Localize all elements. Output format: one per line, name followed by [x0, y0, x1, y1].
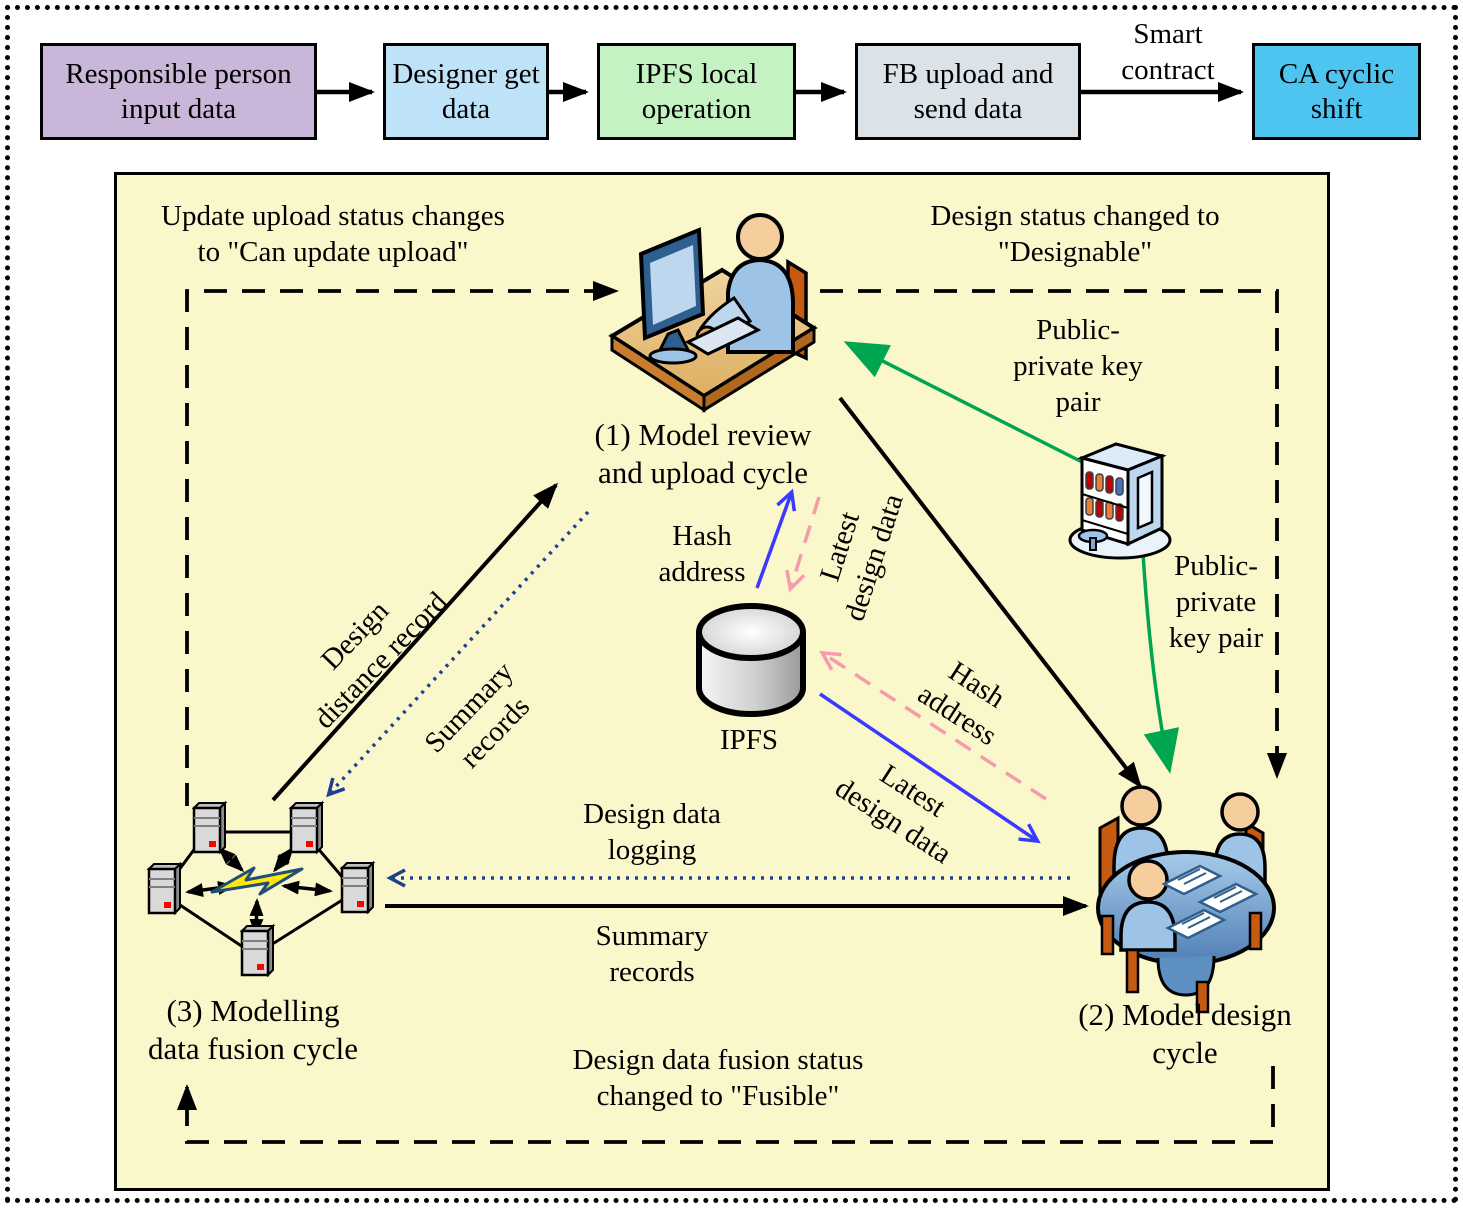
flow-box-label: Responsible person input data	[65, 57, 292, 125]
arrow-latest-design-data-to-cycle2	[819, 692, 1041, 844]
flow-box-ipfs-local-operation: IPFS local operation	[597, 43, 796, 140]
flow-box-label: FB upload and send data	[882, 57, 1054, 125]
fusion-status-label: Design data fusion status changed to "Fu…	[572, 1044, 864, 1112]
flow-box-label: IPFS local operation	[635, 57, 758, 125]
summary-records-horizontal-label: Summary records	[595, 920, 709, 988]
flow-box-responsible-person: Responsible person input data	[40, 43, 317, 140]
cycle2-caption: (2) Model design cycle	[1078, 997, 1292, 1070]
design-status-label: Design status changed to "Designable"	[930, 200, 1220, 268]
key-cabinet-icon	[1068, 442, 1172, 560]
arrow-cycle1-to-cycle2	[838, 396, 1142, 789]
arrow-update-status-dashed	[185, 281, 619, 806]
smart-contract-label: Smart contract	[1121, 18, 1215, 86]
flow-box-ca-cyclic-shift: CA cyclic shift	[1252, 43, 1421, 140]
hash-address-up-label: Hash address	[658, 520, 746, 588]
flow-box-label: CA cyclic shift	[1278, 57, 1395, 125]
arrow-fusion-status-dashed	[177, 1066, 1275, 1144]
arrow-hash-address-from-cycle2	[819, 650, 1047, 801]
person-computer-icon	[608, 213, 818, 413]
public-private-key-top-label: Public- private key pair	[1013, 314, 1143, 418]
lightning-icon	[210, 866, 304, 896]
ipfs-label: IPFS	[719, 724, 779, 756]
arrow-summary-records-diagonal	[326, 510, 590, 798]
arrow-hash-address-up	[755, 488, 797, 589]
arrow-public-private-key-to-cycle2	[1141, 552, 1180, 774]
flow-box-label: Designer get data	[392, 57, 540, 125]
flow-box-designer-get-data: Designer get data	[383, 43, 549, 140]
ipfs-database-icon	[696, 603, 806, 717]
update-status-label: Update upload status changes to "Can upd…	[161, 200, 505, 268]
arrow-latest-design-data-down	[785, 496, 821, 593]
design-data-logging-label: Design data logging	[583, 798, 721, 866]
cycle3-caption: (3) Modelling data fusion cycle	[147, 993, 359, 1066]
p2p-network-icon	[146, 800, 376, 978]
server-icons	[146, 800, 376, 978]
public-private-key-right-label: Public- private key pair	[1168, 550, 1264, 654]
arrow-design-distance-record	[271, 482, 559, 802]
arrow-public-private-key-to-cycle1	[843, 341, 1083, 464]
cycle1-caption: (1) Model review and upload cycle	[594, 417, 812, 490]
meeting-table-icon	[1096, 785, 1276, 1014]
flow-box-fb-upload: FB upload and send data	[855, 43, 1081, 140]
arrow-design-status-dashed	[820, 289, 1287, 779]
